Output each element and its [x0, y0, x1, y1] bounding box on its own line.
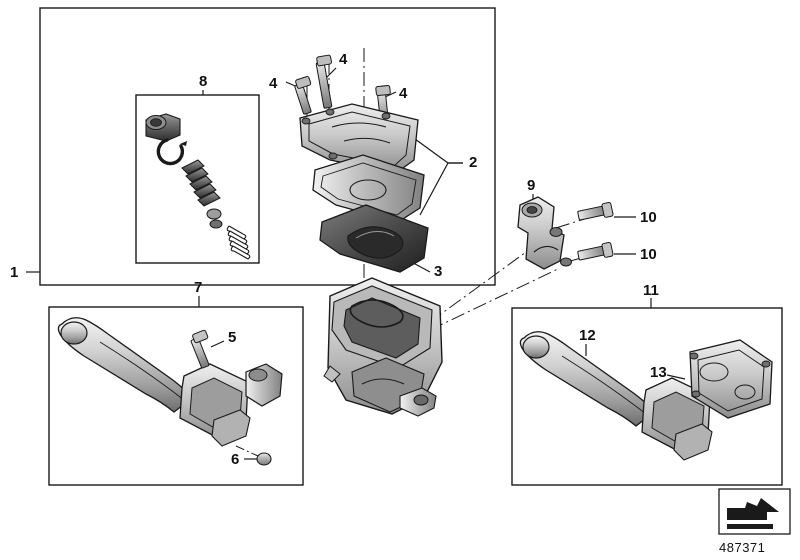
bolt-10-top [577, 201, 614, 221]
leader-lines [26, 67, 686, 460]
part-12-lever-assembly [519, 331, 713, 461]
callout-10-top: 10 [640, 209, 657, 226]
group-8-frame [135, 94, 260, 264]
group-7-frame [48, 306, 304, 486]
group-frames [39, 7, 783, 486]
master-cylinder-body [323, 277, 443, 417]
bolt-5 [190, 329, 210, 369]
callout-5: 5 [228, 329, 237, 346]
callout-4-right: 4 [399, 85, 408, 102]
part-13-cover [689, 339, 773, 419]
screw-4-middle [315, 54, 333, 109]
logo-box [718, 488, 791, 535]
callout-4-left: 4 [269, 75, 278, 92]
outer-frame [39, 7, 496, 286]
callout-3: 3 [434, 263, 443, 280]
callout-1: 1 [10, 264, 19, 281]
callout-10-bottom: 10 [640, 246, 657, 263]
callout-13: 13 [650, 364, 667, 381]
screw-4-left [294, 76, 312, 115]
part-9-clamp [517, 196, 572, 270]
callout-9: 9 [527, 177, 536, 194]
callout-4-middle: 4 [339, 51, 348, 68]
part-10-bolts [577, 201, 614, 261]
part-8-boot-kit [145, 113, 251, 260]
part-3-diaphragm [319, 204, 429, 273]
part-7-lever-assembly [57, 317, 283, 466]
callout-11: 11 [643, 282, 659, 299]
callout-8: 8 [199, 73, 208, 90]
group-11-frame [511, 307, 783, 486]
part-number: 487371 [719, 540, 766, 555]
axis-to-clamp-lower [429, 267, 561, 331]
callout-7: 7 [194, 279, 203, 296]
callout-6: 6 [231, 451, 240, 468]
callout-12: 12 [579, 327, 596, 344]
axis-bolt-10a [555, 213, 601, 229]
bolt-10-bottom [577, 241, 614, 261]
part-4-screws [294, 54, 391, 125]
cover-plate [312, 154, 425, 223]
callout-2: 2 [469, 154, 478, 171]
part-2-cover-assembly [299, 103, 425, 223]
